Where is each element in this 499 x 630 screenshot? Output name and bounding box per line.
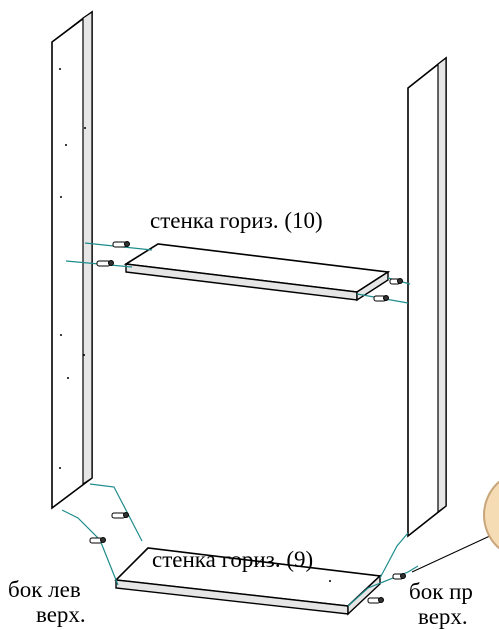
dowel-upper-right-1	[389, 278, 403, 285]
dowel-lower-right-2	[367, 597, 384, 604]
label-right-side-line2: верх.	[418, 604, 468, 629]
dowel-lower-left-2	[89, 537, 106, 544]
fasteners	[89, 241, 406, 604]
dowel-upper-left-2	[96, 260, 114, 267]
left-side-panel	[51, 10, 93, 510]
dowel-lower-left-1	[111, 512, 129, 519]
label-left-side-line2: верх.	[36, 602, 86, 627]
right-side-panel	[407, 56, 447, 538]
dowel-upper-right-2	[373, 295, 389, 302]
detail-callout	[411, 480, 499, 573]
dowel-lower-right-1	[392, 573, 406, 580]
label-left-side-line1: бок лев	[8, 577, 81, 602]
label-right-side-line1: бок пр	[409, 579, 473, 604]
upper-shelf-10	[123, 243, 391, 302]
dowel-upper-left-1	[112, 241, 130, 248]
label-upper-shelf: стенка гориз. (10)	[150, 208, 323, 233]
label-lower-shelf: стенка гориз. (9)	[152, 547, 314, 572]
lower-shelf-9	[114, 547, 382, 616]
